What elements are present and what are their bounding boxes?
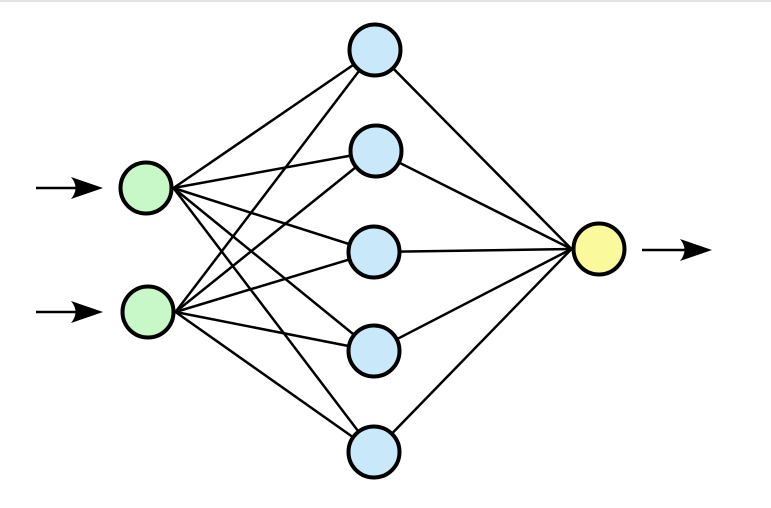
- output-node-output-1: [571, 221, 627, 277]
- hidden-node-hidden-2: [348, 123, 404, 179]
- edge-input-2-to-hidden-3: [174, 250, 376, 314]
- edge-hidden-5-to-output-1: [372, 247, 573, 454]
- edge-input-1-to-hidden-5: [172, 186, 376, 454]
- hidden-node-hidden-5: [346, 424, 402, 480]
- edge-input-2-to-hidden-4: [174, 310, 376, 353]
- edge-input-1-to-hidden-2: [172, 149, 378, 190]
- edge-hidden-1-to-output-1: [373, 48, 573, 251]
- edge-input-2-to-hidden-5: [174, 310, 376, 454]
- edge-hidden-2-to-output-1: [374, 149, 573, 251]
- hidden-node-hidden-4: [346, 323, 402, 379]
- hidden-node-hidden-1: [347, 22, 403, 78]
- top-border-line: [0, 0, 771, 2]
- edge-hidden-3-to-output-1: [372, 247, 573, 254]
- edge-input-1-to-hidden-3: [172, 186, 376, 254]
- input-node-input-2: [120, 284, 176, 340]
- hidden-node-hidden-3: [346, 224, 402, 280]
- output-arrow-head-icon: [680, 239, 712, 261]
- edge-input-1-to-hidden-4: [172, 186, 376, 353]
- edge-hidden-4-to-output-1: [372, 247, 573, 353]
- edge-input-2-to-hidden-1: [174, 48, 377, 314]
- edge-input-1-to-hidden-1: [172, 48, 377, 190]
- edge-input-2-to-hidden-2: [174, 149, 378, 314]
- input-arrow-1-head-icon: [71, 177, 103, 199]
- input-node-input-1: [118, 160, 174, 216]
- input-arrow-2-head-icon: [71, 301, 103, 323]
